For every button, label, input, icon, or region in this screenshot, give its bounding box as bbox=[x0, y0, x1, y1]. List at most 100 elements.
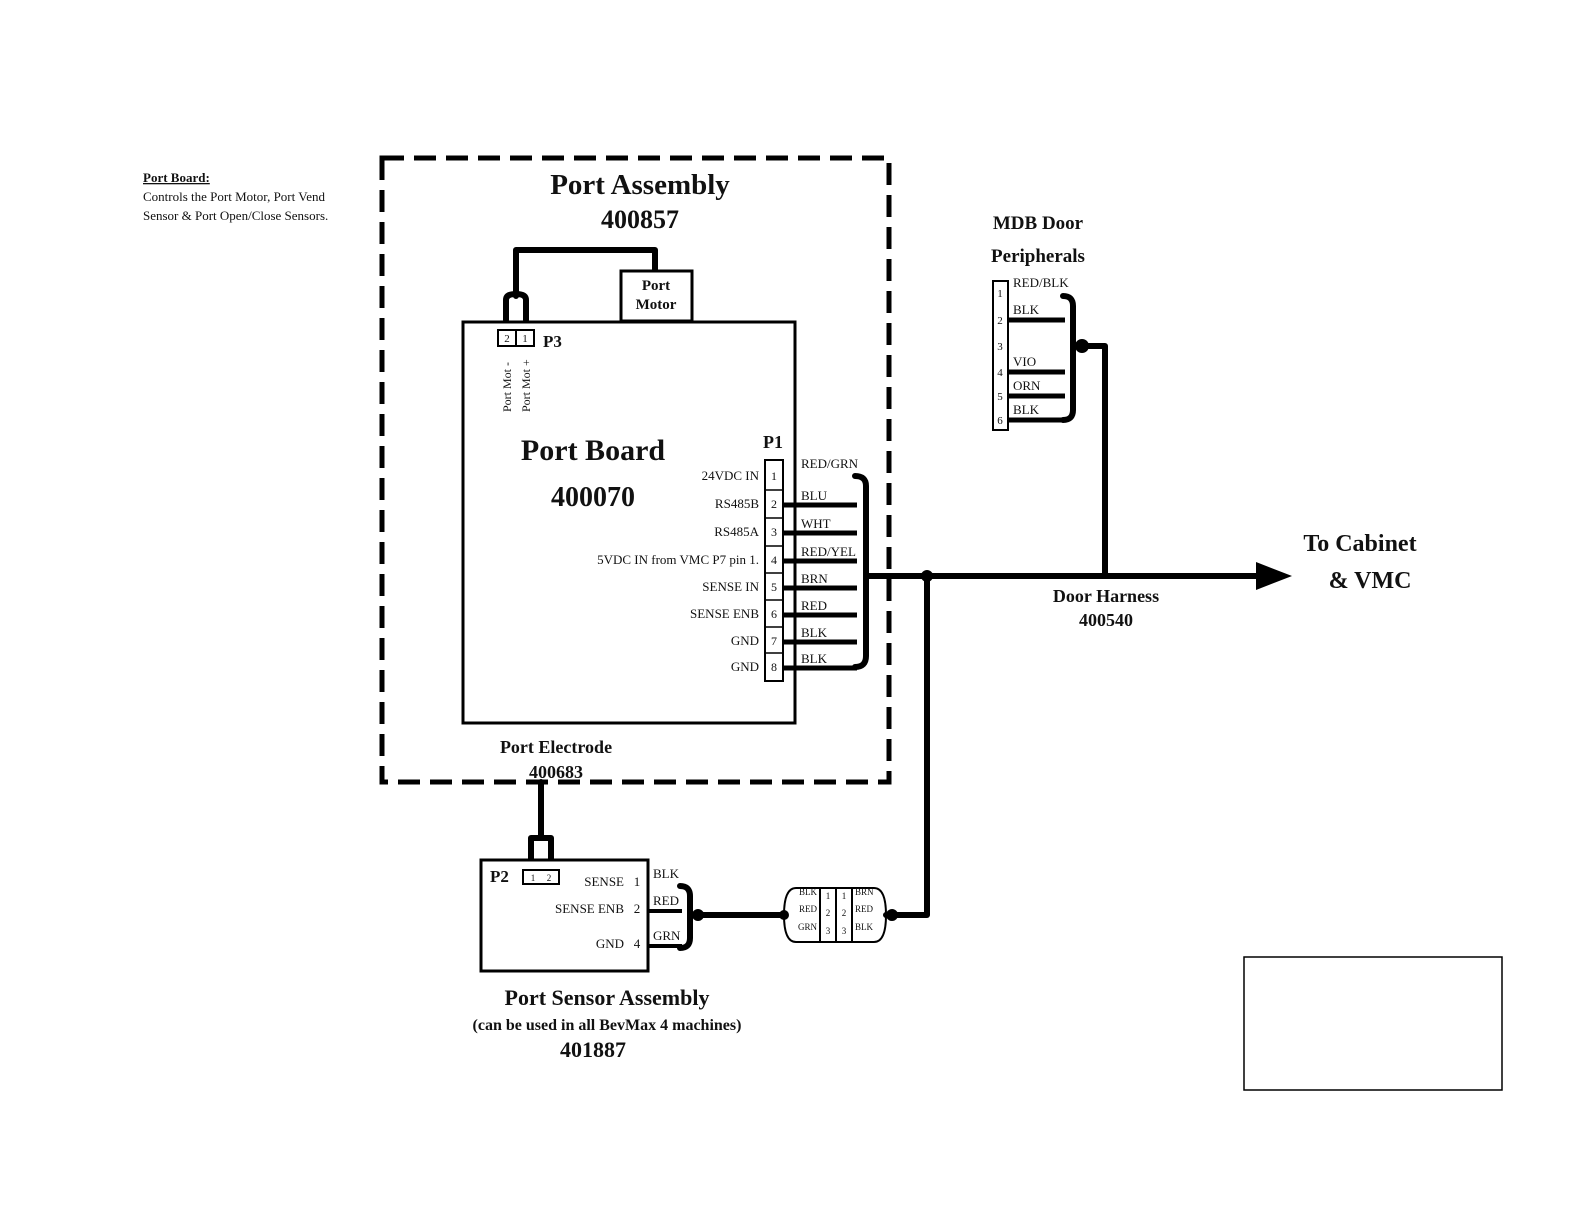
p1-wire-color: RED bbox=[801, 598, 827, 613]
p3-plug bbox=[503, 291, 529, 323]
note-line-2: Sensor & Port Open/Close Sensors. bbox=[143, 208, 328, 223]
p2-junction bbox=[692, 909, 704, 921]
p2-wire-color: BLK bbox=[653, 866, 680, 881]
port-board-box bbox=[461, 320, 797, 725]
p3-pin-2: 2 bbox=[504, 333, 510, 345]
p3-label: P3 bbox=[543, 332, 562, 351]
port-motor-box bbox=[619, 269, 694, 323]
inline-left-wire: GRN bbox=[798, 922, 818, 932]
inline-left-wire: BLK bbox=[799, 887, 818, 897]
p1-pin-number: 4 bbox=[771, 553, 777, 567]
inline-right-pin: 3 bbox=[842, 926, 847, 936]
mdb-pin-number: 3 bbox=[997, 341, 1003, 353]
note-title: Port Board: bbox=[143, 170, 210, 185]
p1-pin-signal: 24VDC IN bbox=[702, 468, 760, 483]
mdb-pin-number: 6 bbox=[997, 415, 1003, 427]
p2-pin-signal: SENSE bbox=[584, 874, 624, 889]
destination-label-2: & VMC bbox=[1329, 568, 1412, 594]
p1-bundle-spine bbox=[852, 473, 869, 670]
door-harness-part: 400540 bbox=[1079, 610, 1133, 630]
p1-pin-number: 5 bbox=[771, 580, 777, 594]
port-board-note: Port Board: Controls the Port Motor, Por… bbox=[143, 170, 328, 223]
p1-pin-number: 8 bbox=[771, 660, 777, 674]
p1-pin-signal: SENSE IN bbox=[702, 579, 759, 594]
mdb-wire-color: ORN bbox=[1013, 378, 1041, 393]
mdb-wire-color: BLK bbox=[1013, 302, 1040, 317]
note-line-1: Controls the Port Motor, Port Vend bbox=[143, 189, 325, 204]
mdb-wire-color: VIO bbox=[1013, 354, 1036, 369]
mdb-wire-color: RED/BLK bbox=[1013, 275, 1069, 290]
mdb-wire-color: BLK bbox=[1013, 402, 1040, 417]
p1-wire-color: RED/YEL bbox=[801, 544, 856, 559]
title-block bbox=[1243, 956, 1503, 1091]
p1-wire-color: BLK bbox=[801, 625, 828, 640]
p1-pin-number: 1 bbox=[771, 469, 777, 483]
p2-label: P2 bbox=[490, 867, 509, 886]
p1-wire-color: RED/GRN bbox=[801, 456, 859, 471]
p1-wire-color: WHT bbox=[801, 516, 831, 531]
p1-pin-signal: GND bbox=[731, 659, 759, 674]
p1-wire-color: BLK bbox=[801, 651, 828, 666]
p1-pin-number: 6 bbox=[771, 607, 777, 621]
p1-pin-number: 7 bbox=[771, 634, 777, 648]
destination-label-1: To Cabinet bbox=[1303, 531, 1416, 557]
port-sensor-box bbox=[479, 858, 650, 973]
inline-right-wire: BLK bbox=[855, 922, 874, 932]
port-electrode-title: Port Electrode bbox=[500, 737, 612, 757]
mdb-trunk bbox=[1070, 343, 1108, 579]
p2-pin-number: 2 bbox=[634, 901, 641, 916]
inline-right-pin: 1 bbox=[842, 891, 847, 901]
port-assembly-title: Port Assembly bbox=[550, 169, 730, 201]
port-electrode-part: 400683 bbox=[529, 762, 583, 782]
mdb-pin-number: 4 bbox=[997, 367, 1003, 379]
p2-pin-signal: SENSE ENB bbox=[555, 901, 624, 916]
port-board-title: Port Board bbox=[521, 434, 665, 467]
port-motor-label-2: Motor bbox=[636, 297, 677, 313]
mdb-pin-number: 5 bbox=[997, 391, 1003, 403]
port-sensor-part: 401887 bbox=[560, 1037, 626, 1062]
mdb-bundle-spine bbox=[1060, 293, 1076, 423]
motor-wire bbox=[513, 247, 658, 299]
inline-left-pin: 2 bbox=[826, 908, 831, 918]
inline-right-wire: RED bbox=[855, 904, 874, 914]
p1-pin-signal: SENSE ENB bbox=[690, 606, 759, 621]
port-board-part: 400070 bbox=[551, 482, 635, 513]
p1-pin-number: 3 bbox=[771, 525, 777, 539]
to-cabinet-arrow bbox=[1256, 562, 1292, 590]
p2-pin-2: 2 bbox=[547, 873, 552, 883]
inline-connector: BLK RED GRN BRN RED BLK 1 2 3 1 2 3 bbox=[779, 887, 898, 943]
port-sensor-title: Port Sensor Assembly bbox=[505, 985, 710, 1010]
mdb-pin-number: 2 bbox=[997, 315, 1003, 327]
p2-plug bbox=[528, 835, 554, 863]
port-assembly-enclosure bbox=[379, 155, 892, 785]
p1-pin-strip bbox=[764, 459, 784, 682]
sensor-cable-right bbox=[883, 573, 930, 918]
mdb-label-1: MDB Door bbox=[993, 213, 1084, 234]
p1-pin-number: 2 bbox=[771, 497, 777, 511]
p1-label: P1 bbox=[763, 432, 783, 452]
inline-right-wire: BRN bbox=[855, 887, 874, 897]
mdb-junction bbox=[1075, 339, 1089, 353]
p2-pin-number: 4 bbox=[634, 936, 641, 951]
mdb-label-2: Peripherals bbox=[991, 246, 1085, 267]
p2-pin-signal: GND bbox=[596, 936, 624, 951]
p2-pin-1: 1 bbox=[531, 873, 536, 883]
p1-wire-color: BLU bbox=[801, 488, 828, 503]
p1-wire-color: BRN bbox=[801, 571, 828, 586]
inline-right-pin: 2 bbox=[842, 908, 847, 918]
p2-pin-number: 1 bbox=[634, 874, 641, 889]
p3-connector: 2 1 P3 Port Mot - Port Mot + bbox=[497, 329, 562, 412]
port-sensor-subtitle: (can be used in all BevMax 4 machines) bbox=[473, 1017, 742, 1034]
p3-signal-mot-plus: Port Mot + bbox=[519, 359, 533, 412]
mdb-pin-number: 1 bbox=[997, 288, 1003, 300]
p1-pin-signal: RS485A bbox=[714, 524, 759, 539]
port-motor-label-1: Port bbox=[642, 278, 670, 294]
inline-left-wire: RED bbox=[799, 904, 818, 914]
door-harness-title: Door Harness bbox=[1053, 586, 1159, 606]
inline-left-pin: 3 bbox=[826, 926, 831, 936]
mdb-pin-strip bbox=[992, 280, 1009, 431]
p3-pin-1: 1 bbox=[522, 333, 528, 345]
inline-left-pin: 1 bbox=[826, 891, 831, 901]
